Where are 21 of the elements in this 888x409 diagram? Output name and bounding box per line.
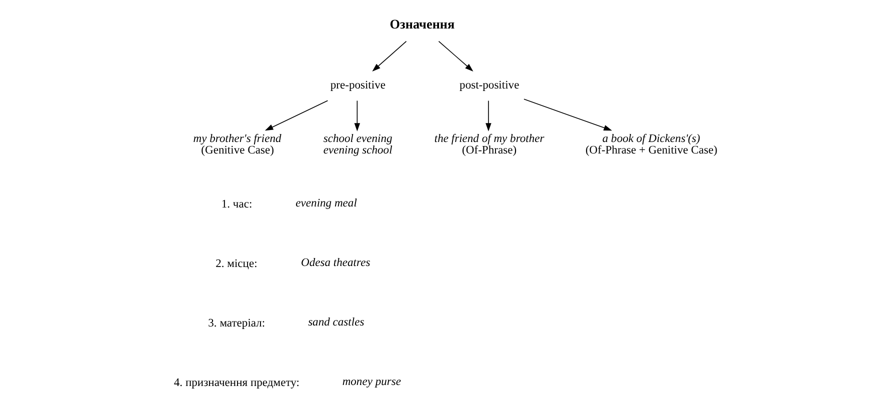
arrow [354, 100, 360, 132]
node-text: Означення [389, 16, 454, 32]
label: money purse [342, 376, 401, 388]
label: Odesa theatres [300, 257, 370, 270]
arrow [485, 100, 491, 132]
label: sand castles [308, 316, 364, 329]
arrow [438, 40, 473, 72]
node-text: pre-positive [330, 80, 386, 92]
node-text: post-positive [459, 80, 519, 92]
label: 4. призначення предмету: [173, 376, 299, 389]
arrow [372, 40, 406, 72]
arrow [523, 98, 612, 131]
label: evening meal [295, 198, 356, 210]
node-text: school evening evening school [322, 132, 392, 156]
label: 2. місце: [215, 258, 257, 270]
label: 3. матеріал: [208, 317, 265, 330]
node-text: a book of Dickens'(s) (Of-Phrase + Genitive Case) [584, 132, 717, 156]
arrow [264, 100, 328, 131]
node-text: the friend of my brother (Of-Phrase) [434, 132, 544, 156]
label: 1. час: [220, 198, 252, 211]
node-text: my brother's friend (Genitive Case) [192, 132, 281, 156]
